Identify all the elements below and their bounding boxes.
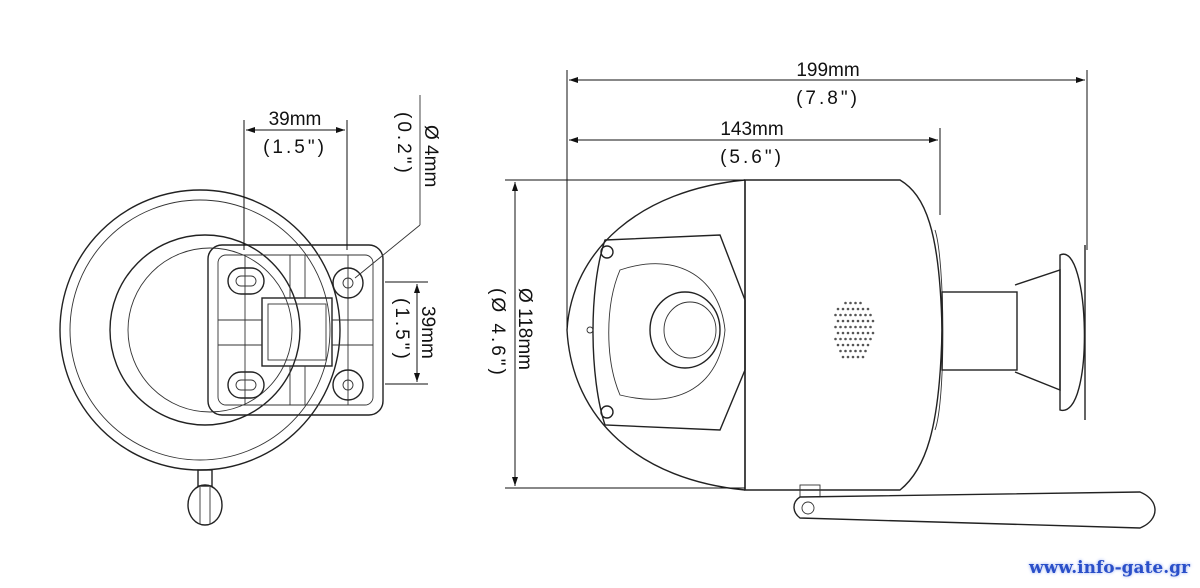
- grille-hole: [864, 349, 867, 353]
- grille-hole: [844, 325, 847, 329]
- grille-hole: [849, 325, 852, 329]
- overall-length-imperial: (7.8"): [796, 88, 860, 109]
- mount-height-imperial: (1.5"): [391, 298, 412, 362]
- grille-hole: [851, 343, 855, 347]
- mount-hole: [227, 267, 265, 295]
- mount-height-metric: 39mm: [417, 306, 438, 359]
- dome-diameter-dimension: Ø 118mm (Ø 4.6"): [487, 179, 745, 489]
- grille-hole: [854, 301, 857, 305]
- grille-hole: [871, 331, 875, 335]
- speaker-grille: [834, 301, 875, 359]
- grille-hole: [844, 301, 847, 305]
- dome-diameter-imperial: (Ø 4.6"): [487, 288, 508, 378]
- grille-hole: [856, 319, 860, 323]
- grille-hole: [849, 313, 852, 317]
- grille-hole: [844, 349, 847, 353]
- grille-hole: [866, 343, 870, 347]
- wall-bracket: [941, 245, 1086, 420]
- grille-hole: [839, 349, 842, 353]
- grille-hole: [841, 319, 845, 323]
- mount-width-imperial: (1.5"): [263, 137, 327, 158]
- mount-hole: [227, 371, 265, 399]
- grille-hole: [854, 325, 857, 329]
- grille-hole: [859, 301, 862, 305]
- grille-hole: [834, 337, 837, 341]
- grille-hole: [851, 319, 855, 323]
- grille-hole: [836, 319, 840, 323]
- grille-hole: [856, 331, 860, 335]
- grille-hole: [866, 307, 870, 311]
- grille-hole: [869, 325, 872, 329]
- grille-hole: [851, 331, 855, 335]
- overall-length-metric: 199mm: [796, 60, 859, 81]
- grille-hole: [854, 349, 857, 353]
- grille-hole: [851, 307, 855, 311]
- body-length-imperial: (5.6"): [720, 147, 784, 168]
- grille-hole: [846, 355, 850, 359]
- grille-hole: [869, 337, 872, 341]
- body-length-metric: 143mm: [720, 119, 783, 140]
- grille-hole: [846, 343, 850, 347]
- grille-hole: [859, 313, 862, 317]
- grille-hole: [841, 343, 845, 347]
- grille-hole: [851, 355, 855, 359]
- grille-hole: [861, 355, 865, 359]
- grille-hole: [861, 307, 865, 311]
- antenna: [793, 484, 1156, 529]
- hole-diameter-callout: Ø 4mm (0.2"): [354, 95, 441, 279]
- grille-hole: [846, 307, 850, 311]
- grille-hole: [859, 337, 862, 341]
- grille-hole: [856, 343, 860, 347]
- grille-hole: [864, 325, 867, 329]
- grille-hole: [836, 343, 840, 347]
- grille-hole: [871, 319, 875, 323]
- grille-hole: [841, 331, 845, 335]
- grille-hole: [841, 307, 845, 311]
- grille-hole: [849, 301, 852, 305]
- grille-hole: [854, 337, 857, 341]
- grille-hole: [861, 319, 865, 323]
- grille-hole: [844, 313, 847, 317]
- grille-hole: [834, 325, 837, 329]
- grille-hole: [841, 355, 845, 359]
- mount-width-dimension: 39mm (1.5"): [243, 109, 348, 250]
- dome-diameter-metric: Ø 118mm: [514, 288, 535, 370]
- body-length-dimension: 143mm (5.6"): [569, 119, 941, 215]
- grille-hole: [864, 313, 867, 317]
- grille-hole: [866, 319, 870, 323]
- hole-diameter-imperial: (0.2"): [393, 112, 414, 176]
- watermark: www.info-gate.gr: [1029, 558, 1190, 578]
- side-view: [566, 179, 1156, 529]
- grille-hole: [854, 313, 857, 317]
- grille-hole: [846, 319, 850, 323]
- mount-width-metric: 39mm: [269, 109, 322, 130]
- grille-hole: [836, 307, 840, 311]
- mount-hole: [332, 369, 364, 401]
- grille-hole: [849, 349, 852, 353]
- grille-hole: [846, 331, 850, 335]
- grille-hole: [859, 349, 862, 353]
- grille-hole: [844, 337, 847, 341]
- grille-hole: [839, 313, 842, 317]
- grille-hole: [839, 325, 842, 329]
- grille-hole: [861, 331, 865, 335]
- grille-hole: [839, 337, 842, 341]
- rear-view: [59, 189, 384, 526]
- mount-height-dimension: 39mm (1.5"): [385, 281, 438, 385]
- grille-hole: [864, 337, 867, 341]
- grille-hole: [856, 355, 860, 359]
- grille-hole: [859, 325, 862, 329]
- grille-hole: [834, 313, 837, 317]
- grille-hole: [861, 343, 865, 347]
- grille-hole: [856, 307, 860, 311]
- hole-diameter-metric: Ø 4mm: [420, 125, 441, 187]
- grille-hole: [866, 331, 870, 335]
- mount-hole: [332, 267, 364, 299]
- grille-hole: [849, 337, 852, 341]
- grille-hole: [869, 313, 872, 317]
- knob: [187, 469, 223, 526]
- grille-hole: [836, 331, 840, 335]
- overall-length-dimension: 199mm (7.8"): [566, 60, 1088, 330]
